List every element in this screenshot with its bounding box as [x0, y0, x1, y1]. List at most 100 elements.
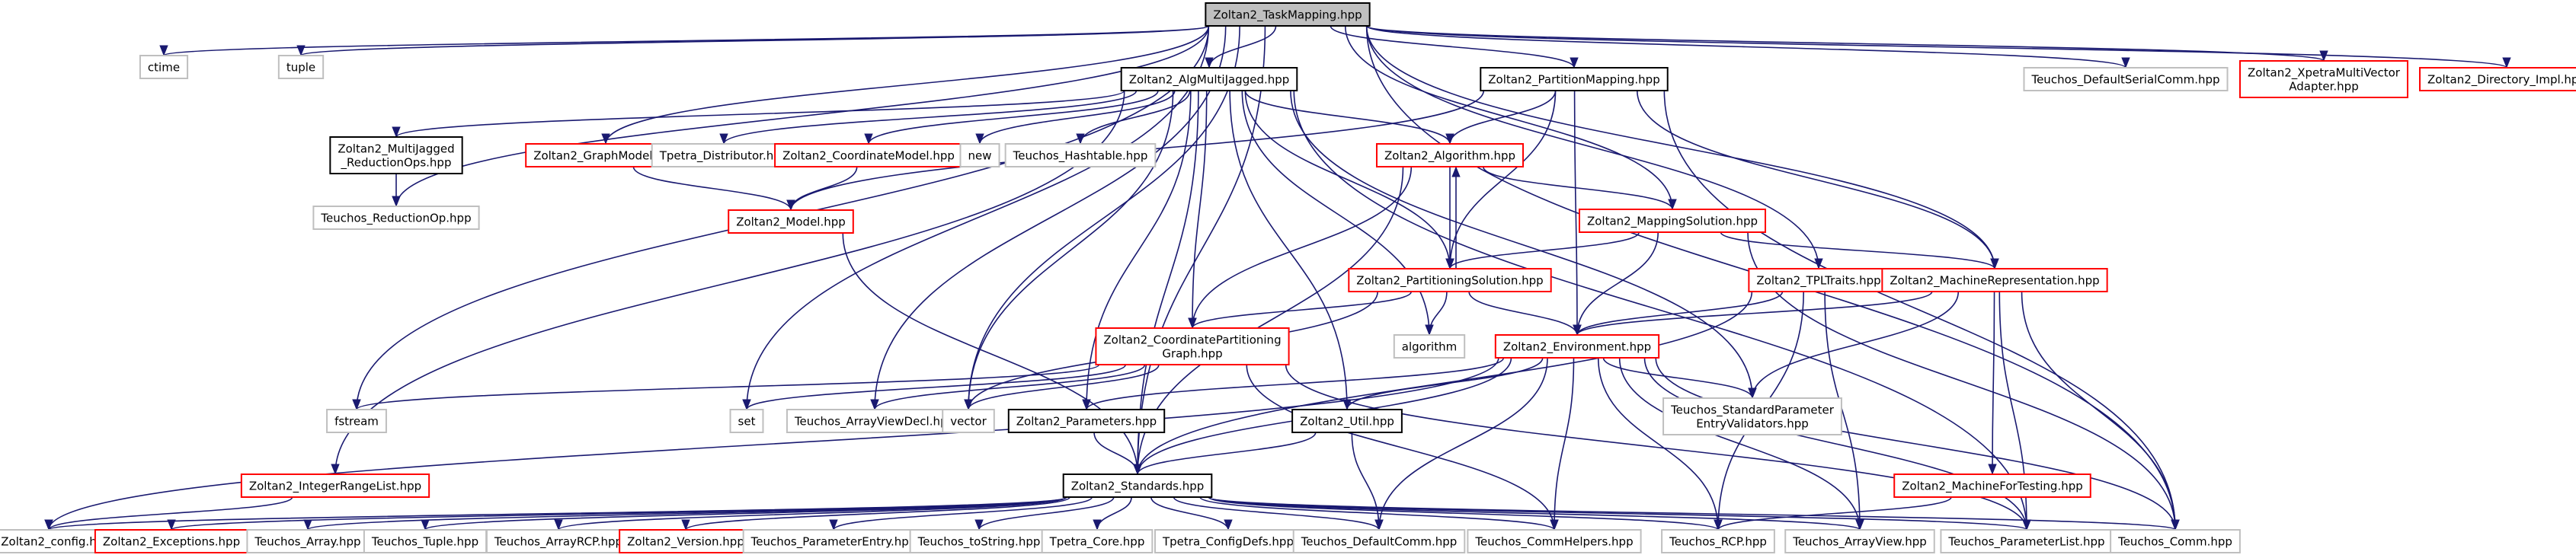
node-partitionmapping[interactable]: Zoltan2_PartitionMapping.hpp — [1480, 67, 1669, 91]
node-box — [2419, 67, 2576, 91]
node-taskmapping[interactable]: Zoltan2_TaskMapping.hpp — [1205, 2, 1371, 27]
node-box — [1348, 268, 1552, 292]
node-config[interactable]: Zoltan2_config.h — [0, 529, 105, 553]
node-set[interactable]: set — [729, 409, 764, 433]
edge-environment-to-parameters — [1082, 357, 1505, 410]
node-label: Zoltan2_PartitioningSolution.hpp — [1356, 273, 1543, 288]
node-label: Teuchos_Array.hpp — [254, 534, 360, 549]
node-box — [1205, 2, 1371, 27]
node-machinefortesting[interactable]: Zoltan2_MachineForTesting.hpp — [1893, 474, 2091, 498]
node-box — [729, 409, 764, 433]
edge-standards-to-tostring — [974, 496, 1115, 531]
edge-algmultijagged-to-algorithm_hpp — [1244, 90, 1454, 145]
node-parameterentry[interactable]: Teuchos_ParameterEntry.hpp — [742, 529, 925, 553]
node-algmultijagged[interactable]: Zoltan2_AlgMultiJagged.hpp — [1120, 67, 1298, 91]
node-algorithm_std[interactable]: algorithm — [1393, 334, 1466, 359]
edge-partitioningsolution-to-coordpartgraph — [1188, 291, 1413, 329]
node-tostring[interactable]: Teuchos_toString.hpp — [909, 529, 1049, 553]
node-box — [2239, 60, 2408, 98]
node-label: Zoltan2_Util.hpp — [1300, 414, 1394, 429]
node-environment[interactable]: Zoltan2_Environment.hpp — [1494, 334, 1660, 359]
node-vector[interactable]: vector — [942, 409, 995, 433]
node-fstream[interactable]: fstream — [326, 409, 387, 433]
node-stdparamvalidators[interactable]: Teuchos_StandardParameterEntryValidators… — [1662, 397, 1842, 435]
edge-partitioningsolution-to-environment — [1468, 291, 1582, 336]
node-version[interactable]: Zoltan2_Version.hpp — [619, 529, 753, 553]
node-hashtable[interactable]: Teuchos_Hashtable.hpp — [1004, 143, 1157, 167]
node-tuplehpp[interactable]: Teuchos_Tuple.hpp — [363, 529, 488, 553]
node-mappingsolution[interactable]: Zoltan2_MappingSolution.hpp — [1578, 209, 1767, 233]
edge-standards-to-tuplehpp — [421, 496, 1067, 531]
node-commhelpers[interactable]: Teuchos_CommHelpers.hpp — [1467, 529, 1642, 553]
node-label: vector — [950, 414, 987, 428]
node-coordinatemodel[interactable]: Zoltan2_CoordinateModel.hpp — [774, 143, 963, 167]
edge-partitionmapping-to-comm — [1663, 90, 2180, 531]
node-partitioningsolution[interactable]: Zoltan2_PartitioningSolution.hpp — [1348, 268, 1552, 292]
node-label: Zoltan2_TaskMapping.hpp — [1213, 8, 1362, 22]
node-integerrangelist[interactable]: Zoltan2_IntegerRangeList.hpp — [240, 474, 430, 498]
node-label: Zoltan2_Exceptions.hpp — [103, 534, 240, 549]
node-parameters[interactable]: Zoltan2_Parameters.hpp — [1007, 409, 1166, 433]
edge-algmultijagged-to-tpetradistributor — [719, 90, 1138, 145]
node-box — [1661, 529, 1775, 553]
node-directoryimpl[interactable]: Zoltan2_Directory_Impl.hpp — [2419, 67, 2576, 91]
node-label: Zoltan2_Standards.hpp — [1071, 479, 1205, 493]
edge-taskmapping-to-machinerep — [1365, 25, 1999, 269]
node-reductionop[interactable]: Teuchos_ReductionOp.hpp — [312, 206, 480, 230]
node-box — [1393, 334, 1466, 359]
node-box — [1467, 529, 1642, 553]
edge-integerrangelist-to-config — [44, 496, 293, 531]
node-tuple[interactable]: tuple — [277, 55, 325, 79]
node-algorithm_hpp[interactable]: Zoltan2_Algorithm.hpp — [1375, 143, 1525, 167]
node-util[interactable]: Zoltan2_Util.hpp — [1291, 409, 1403, 433]
node-label: Teuchos_toString.hpp — [917, 534, 1041, 549]
node-box — [1004, 143, 1157, 167]
node-label: Teuchos_ArrayRCP.hpp — [494, 534, 622, 549]
node-tpltraits[interactable]: Zoltan2_TPLTraits.hpp — [1748, 268, 1890, 292]
edge-parameters-to-standards — [1093, 432, 1142, 475]
node-label: Teuchos_Tuple.hpp — [371, 534, 478, 549]
node-label: Zoltan2_CoordinateModel.hpp — [782, 148, 955, 163]
node-multijaggedreduction[interactable]: Zoltan2_MultiJagged_ReductionOps.hpp — [329, 136, 463, 174]
edge-machinerep-to-comm — [2021, 291, 2180, 531]
edge-standards-to-exceptions — [167, 496, 1067, 531]
node-parameterlist[interactable]: Teuchos_ParameterList.hpp — [1940, 529, 2114, 553]
node-box — [326, 409, 387, 433]
node-box — [1578, 209, 1767, 233]
edge-standards-to-rcp — [1208, 496, 1723, 531]
edge-taskmapping-to-set — [742, 25, 1210, 410]
node-defaultcomm[interactable]: Teuchos_DefaultComm.hpp — [1292, 529, 1466, 553]
node-new[interactable]: new — [959, 143, 1000, 167]
node-box — [1662, 397, 1842, 435]
node-box — [312, 206, 480, 230]
node-arrayviewdecl[interactable]: Teuchos_ArrayViewDecl.hpp — [786, 409, 964, 433]
node-exceptions[interactable]: Zoltan2_Exceptions.hpp — [94, 529, 249, 553]
node-machinerep[interactable]: Zoltan2_MachineRepresentation.hpp — [1881, 268, 2108, 292]
node-tpetracore[interactable]: Tpetra_Core.hpp — [1041, 529, 1154, 553]
edge-algmultijagged-to-util — [1229, 90, 1352, 410]
node-box — [786, 409, 964, 433]
node-box — [139, 55, 189, 79]
node-arrayrcp[interactable]: Teuchos_ArrayRCP.hpp — [485, 529, 632, 553]
node-comm[interactable]: Teuchos_Comm.hpp — [2110, 529, 2241, 553]
node-model[interactable]: Zoltan2_Model.hpp — [728, 209, 854, 234]
node-box — [959, 143, 1000, 167]
node-tpetradistributor[interactable]: Tpetra_Distributor.hpp — [651, 143, 797, 167]
edge-algmultijagged-to-coordpartgraph — [1188, 90, 1208, 329]
node-box — [1940, 529, 2114, 553]
dependency-edges — [44, 25, 2511, 531]
node-ctime[interactable]: ctime — [139, 55, 189, 79]
node-configdefs[interactable]: Tpetra_ConfigDefs.hpp — [1154, 529, 1302, 553]
node-array[interactable]: Teuchos_Array.hpp — [246, 529, 370, 553]
node-box — [1881, 268, 2108, 292]
edge-partitionmapping-to-machinerep — [1637, 90, 1999, 269]
edge-taskmapping-to-tpltraits — [1365, 25, 1823, 269]
node-standards[interactable]: Zoltan2_Standards.hpp — [1062, 474, 1213, 498]
node-defaultserialcomm[interactable]: Teuchos_DefaultSerialComm.hpp — [2023, 67, 2229, 91]
node-arrayview[interactable]: Teuchos_ArrayView.hpp — [1784, 529, 1935, 553]
edge-taskmapping-to-vector — [964, 25, 1240, 410]
node-rcp[interactable]: Teuchos_RCP.hpp — [1661, 529, 1775, 553]
